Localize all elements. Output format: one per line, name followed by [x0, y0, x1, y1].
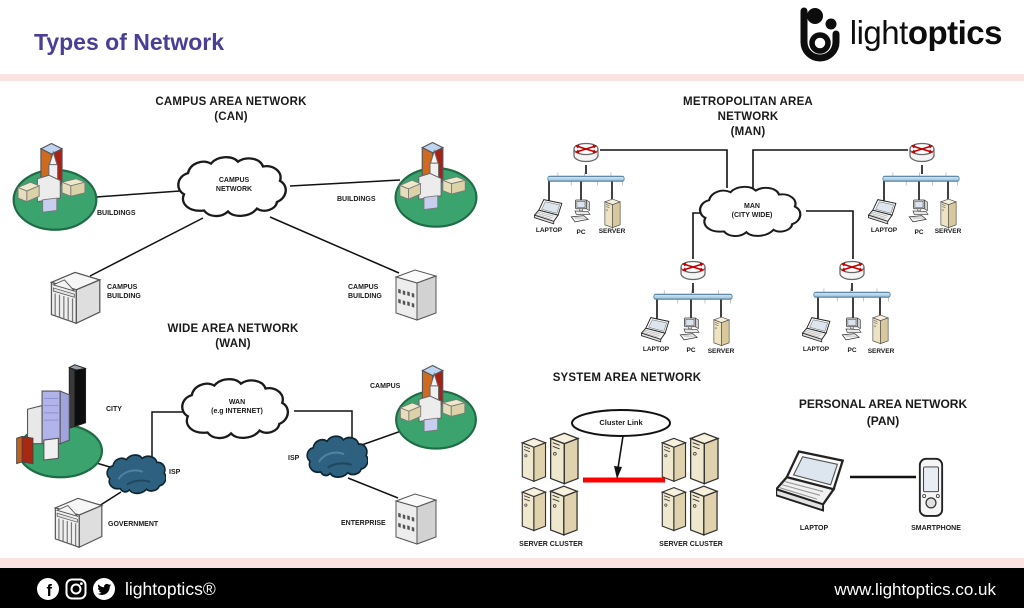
- lightoptics-logo: lightoptics: [798, 6, 1003, 68]
- footer-url[interactable]: www.lightoptics.co.uk: [834, 580, 996, 599]
- wan-enterprise-label: ENTERPRISE: [341, 520, 386, 527]
- san-server-cluster-left-icon: [522, 433, 578, 535]
- wan-cloud-label: WAN (e.g INTERNET): [211, 399, 263, 416]
- man-router-top-right-icon: [909, 142, 935, 163]
- man-server-4-icon: [872, 314, 889, 344]
- man-laptop-1-label: LAPTOP: [535, 227, 563, 234]
- wan-title: WIDE AREA NETWORK (WAN): [167, 323, 299, 350]
- wan-campus-label: CAMPUS: [370, 383, 401, 390]
- man-server-3-icon: [713, 316, 730, 346]
- wan-isp-left-icon: [106, 454, 166, 495]
- man-server-4-label: SERVER: [867, 348, 895, 355]
- wan-city-label: CITY: [106, 406, 122, 413]
- pan-smartphone-icon: [918, 457, 944, 517]
- man-laptop-4-label: LAPTOP: [802, 346, 830, 353]
- instagram-icon[interactable]: [64, 577, 88, 601]
- lightoptics-logo-icon: [800, 7, 840, 62]
- man-pc-4-icon: [841, 317, 862, 341]
- facebook-icon[interactable]: f: [36, 577, 60, 601]
- facebook-glyph: f: [46, 582, 52, 600]
- can-title: CAMPUS AREA NETWORK (CAN): [155, 96, 307, 123]
- man-router-bottom-right-icon: [839, 260, 865, 281]
- man-laptop-4-icon: [802, 317, 831, 343]
- man-pc-1-icon: [570, 199, 591, 223]
- man-server-1-label: SERVER: [598, 228, 626, 235]
- wan-isp-right-label: ISP: [288, 455, 300, 462]
- man-laptop-2-label: LAPTOP: [870, 227, 898, 234]
- twitter-icon[interactable]: [92, 577, 116, 601]
- man-pc-2-icon: [908, 199, 929, 223]
- can-campus-building-left-label: CAMPUS BUILDING: [107, 284, 141, 301]
- san-cluster-left-label: SERVER CLUSTER: [519, 541, 583, 548]
- header-divider: [0, 74, 1024, 81]
- man-cloud-label: MAN (CITY WIDE): [731, 203, 773, 220]
- pan-laptop-icon: [776, 450, 844, 512]
- wan-enterprise-icon: [395, 493, 437, 545]
- can-campus-building-left-icon: [50, 271, 101, 324]
- logo-word-light: light: [849, 14, 909, 51]
- san-cluster-link-callout: [571, 409, 671, 437]
- wan-isp-left-label: ISP: [169, 469, 181, 476]
- san-cluster-link-label: Cluster Link: [599, 418, 643, 427]
- man-links: [548, 149, 949, 320]
- man-pc-2-label: PC: [914, 229, 924, 236]
- can-buildings-right-icon: [394, 141, 478, 228]
- wan-government-label: GOVERNMENT: [108, 521, 159, 528]
- man-server-1-icon: [604, 198, 621, 228]
- man-pc-1-label: PC: [576, 229, 586, 236]
- man-router-bottom-left-icon: [680, 260, 706, 281]
- page-title: Types of Network: [34, 29, 224, 55]
- wan-campus-icon: [395, 364, 477, 450]
- can-links: [89, 179, 401, 277]
- footer-brand: lightoptics®: [125, 579, 216, 599]
- san-server-cluster-right-icon: [662, 433, 718, 535]
- can-cloud-label: CAMPUS NETWORK: [215, 177, 253, 194]
- pan-laptop-label: LAPTOP: [799, 525, 829, 532]
- man-server-3-label: SERVER: [707, 348, 735, 355]
- san-title: SYSTEM AREA NETWORK: [552, 372, 702, 384]
- man-laptop-2-icon: [868, 199, 897, 225]
- wan-links: [92, 410, 405, 507]
- can-campus-building-right-label: CAMPUS BUILDING: [348, 284, 382, 301]
- can-buildings-left-label: BUILDINGS: [97, 210, 136, 217]
- man-pc-3-icon: [679, 317, 700, 341]
- logo-wordmark: lightoptics: [849, 14, 1003, 52]
- san-callout-arrow: [614, 435, 624, 479]
- man-server-2-label: SERVER: [934, 228, 962, 235]
- man-laptop-3-icon: [641, 317, 670, 343]
- wan-isp-right-icon: [306, 435, 368, 479]
- can-campus-building-right-icon: [395, 269, 437, 321]
- man-server-2-icon: [940, 198, 957, 228]
- man-laptop-3-label: LAPTOP: [642, 346, 670, 353]
- pan-title: PERSONAL AREA NETWORK (PAN): [798, 397, 968, 428]
- footer-divider: [0, 558, 1024, 568]
- man-router-top-left-icon: [573, 142, 599, 163]
- wan-government-icon: [54, 497, 103, 548]
- man-pc-4-label: PC: [847, 347, 857, 354]
- logo-word-optics: optics: [907, 14, 1003, 51]
- can-buildings-right-label: BUILDINGS: [337, 196, 376, 203]
- can-buildings-left-icon: [12, 142, 98, 231]
- wan-city-icon: [16, 363, 104, 479]
- man-laptop-1-icon: [534, 199, 563, 225]
- man-pc-3-label: PC: [686, 347, 696, 354]
- pan-smartphone-label: SMARTPHONE: [911, 525, 961, 532]
- man-title: METROPOLITAN AREA NETWORK (MAN): [683, 96, 813, 138]
- san-cluster-right-label: SERVER CLUSTER: [659, 541, 723, 548]
- footer-bar: [0, 568, 1024, 608]
